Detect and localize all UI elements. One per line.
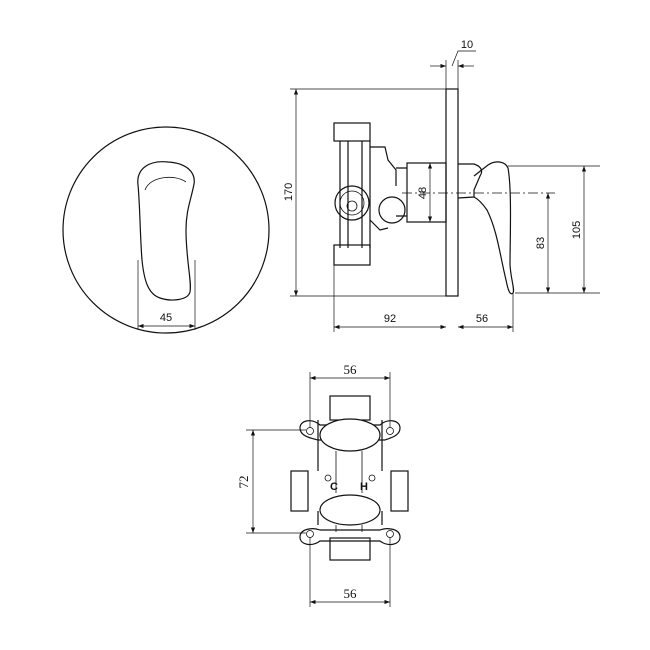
dim-label-105: 105 [571, 221, 583, 239]
dim-label-83: 83 [535, 237, 547, 249]
dim-label-56-side: 56 [476, 313, 488, 325]
dim-label-45: 45 [160, 312, 172, 324]
side-view: 170 10 48 92 56 83 105 [283, 39, 600, 332]
dim-label-170: 170 [283, 183, 295, 201]
dim-label-56-top: 56 [344, 362, 358, 377]
dim-label-56-bottom: 56 [344, 586, 358, 601]
right-connector [390, 470, 409, 512]
lever-handle [137, 161, 195, 301]
dim-label-10: 10 [461, 39, 473, 51]
side-lever [473, 161, 515, 295]
outlet-port [378, 196, 406, 224]
cover-plate [62, 126, 270, 334]
top-inlet [333, 122, 371, 142]
hot-label: H [360, 481, 368, 493]
front-view: 45 [62, 126, 270, 334]
inlet-port [334, 185, 370, 221]
wall-plate [445, 88, 459, 297]
left-connector [290, 470, 309, 512]
rear-view: C H 56 56 72 [236, 362, 409, 607]
bottom-outlet [333, 244, 371, 266]
cold-label: C [330, 481, 338, 493]
top-connector [329, 395, 371, 421]
dim-label-92: 92 [384, 313, 396, 325]
bottom-connector [329, 537, 371, 561]
dim-label-72: 72 [236, 476, 251, 489]
